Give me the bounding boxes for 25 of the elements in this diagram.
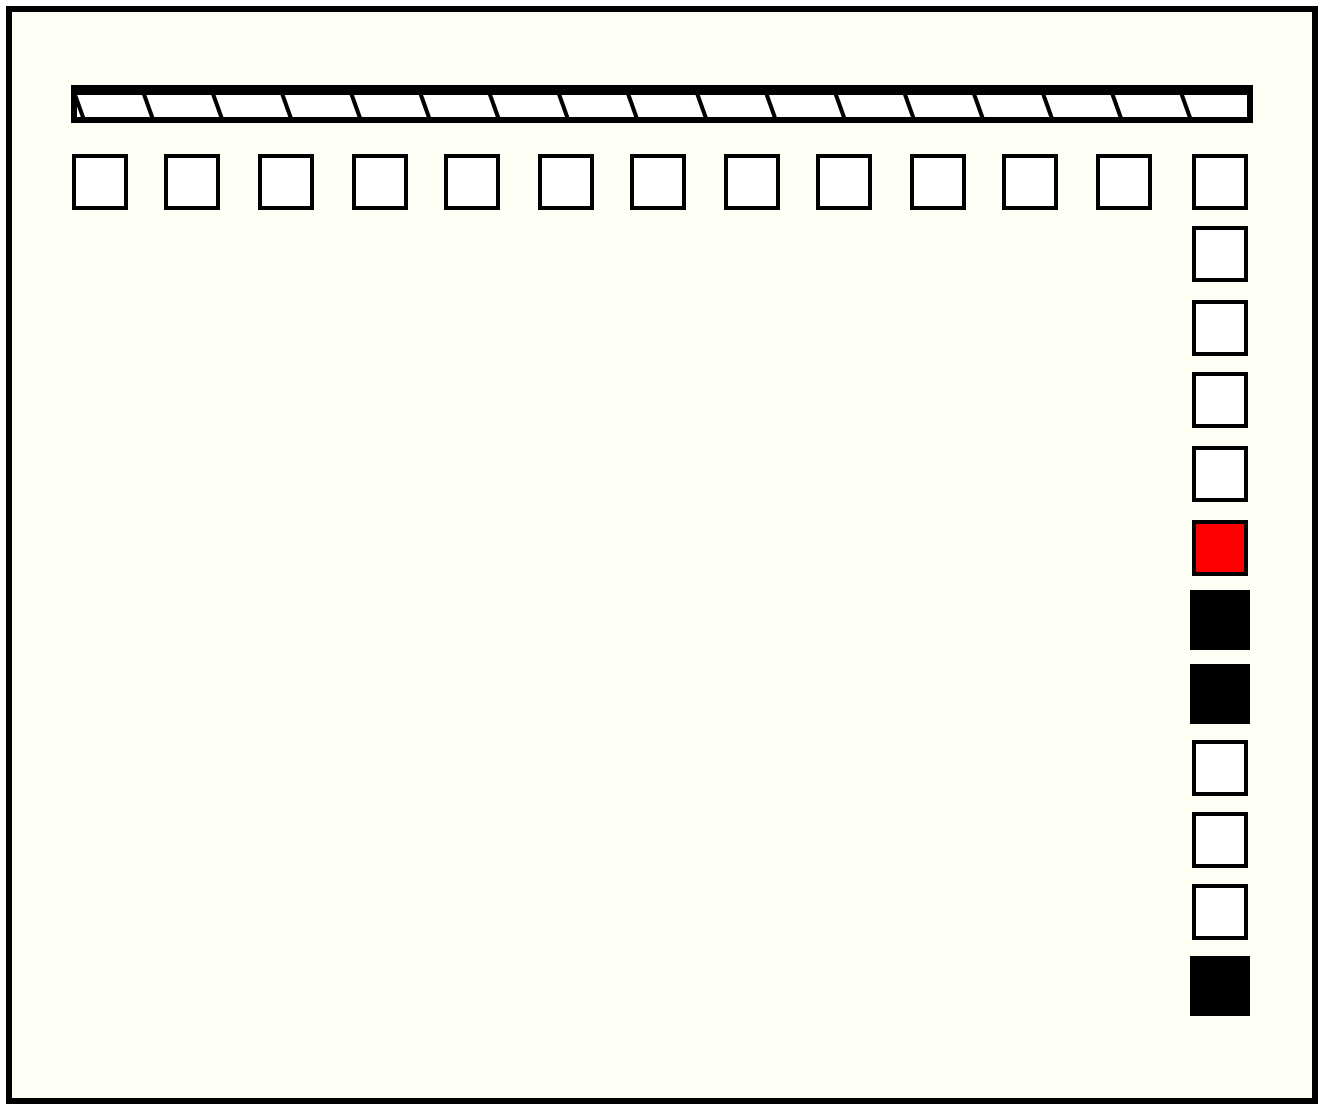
square xyxy=(1096,154,1152,210)
square xyxy=(910,154,966,210)
square xyxy=(258,154,314,210)
square xyxy=(352,154,408,210)
square xyxy=(164,154,220,210)
square xyxy=(538,154,594,210)
square xyxy=(1002,154,1058,210)
square xyxy=(630,154,686,210)
square xyxy=(1192,812,1248,868)
square xyxy=(724,154,780,210)
square xyxy=(1192,226,1248,282)
filled-square xyxy=(1190,590,1250,650)
square xyxy=(1192,446,1248,502)
square xyxy=(816,154,872,210)
filled-square xyxy=(1190,956,1250,1016)
square xyxy=(72,154,128,210)
square xyxy=(1192,372,1248,428)
square xyxy=(1192,300,1248,356)
square xyxy=(1192,154,1248,210)
square xyxy=(444,154,500,210)
filled-square xyxy=(1190,664,1250,724)
highlighted-square xyxy=(1192,520,1248,576)
square xyxy=(1192,740,1248,796)
square xyxy=(1192,884,1248,940)
hatched-bar xyxy=(71,85,1253,123)
